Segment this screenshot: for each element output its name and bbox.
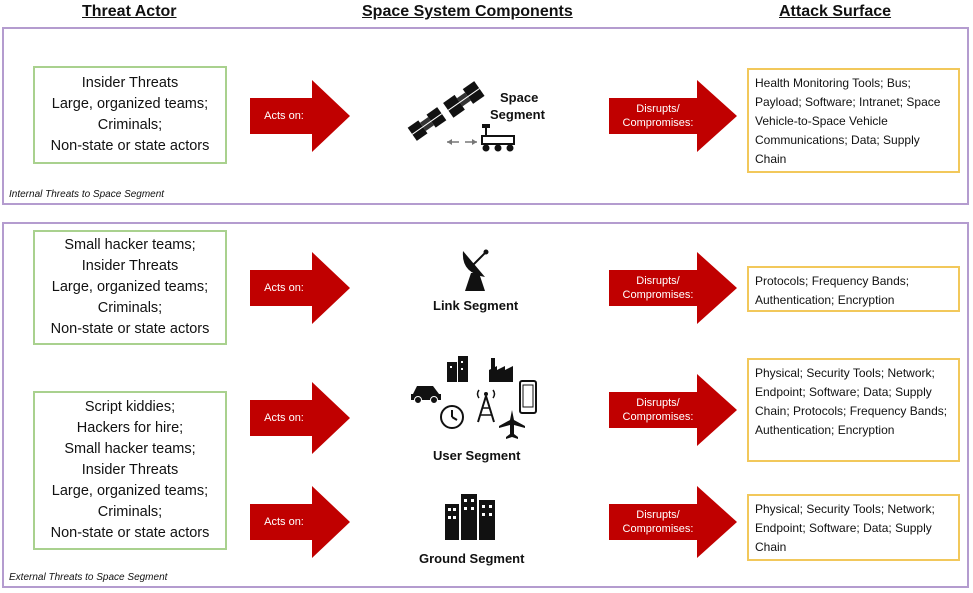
internal-threats-caption: Internal Threats to Space Segment: [9, 189, 165, 200]
user-acts-on-arrow: Acts on:: [250, 382, 350, 454]
internal-acts-on-label: Acts on:: [264, 110, 304, 122]
user-acts-on-label: Acts on:: [264, 412, 304, 424]
internal-threat-actors-box: Insider Threats Large, organized teams; …: [33, 66, 227, 164]
satellite-icon: [407, 81, 485, 145]
link-disrupts-label: Disrupts/ Compromises:: [622, 275, 694, 301]
link-attack-surface-text: Protocols; Frequency Bands; Authenticati…: [755, 274, 910, 307]
ground-disrupts-arrow: Disrupts/ Compromises:: [609, 486, 737, 558]
link-acts-on-label: Acts on:: [264, 282, 304, 294]
space-segment-label-line1: Space: [500, 90, 539, 105]
buildings-icon: [445, 494, 495, 540]
antenna-dish-icon: [462, 249, 489, 291]
link-segment-label: Link Segment: [433, 298, 519, 313]
user-icons-group: [407, 352, 541, 444]
internal-acts-on-arrow: Acts on:: [250, 80, 350, 152]
external-threats-caption: External Threats to Space Segment: [9, 572, 168, 583]
header-space-system-components: Space System Components: [362, 3, 573, 20]
arrow-icon: [609, 252, 737, 324]
user-disrupts-label: Disrupts/ Compromises:: [622, 397, 694, 423]
link-attack-surface-box: Protocols; Frequency Bands; Authenticati…: [747, 266, 960, 312]
external-threats-panel: [2, 222, 969, 588]
link-disrupts-arrow: Disrupts/ Compromises:: [609, 252, 737, 324]
arrow-icon: [609, 80, 737, 152]
clock-icon: [440, 405, 464, 429]
smartphone-icon: [519, 380, 537, 414]
internal-disrupts-arrow: Disrupts/ Compromises:: [609, 80, 737, 152]
user-attack-surface-box: Physical; Security Tools; Network; Endpo…: [747, 358, 960, 462]
ground-disrupts-label: Disrupts/ Compromises:: [622, 509, 694, 535]
header-attack-surface: Attack Surface: [779, 3, 892, 20]
internal-threats-panel: [2, 27, 969, 205]
factory-icon: [489, 358, 513, 382]
link-threat-actors-text: Small hacker teams; Insider Threats Larg…: [50, 237, 210, 337]
ground-attack-surface-box: Physical; Security Tools; Network; Endpo…: [747, 494, 960, 561]
arrow-icon: [250, 80, 350, 152]
ground-acts-on-label: Acts on:: [264, 516, 304, 528]
user-ground-threat-actors-box: Script kiddies; Hackers for hire; Small …: [33, 391, 227, 550]
user-attack-surface-text: Physical; Security Tools; Network; Endpo…: [755, 366, 948, 437]
link-threat-actors-box: Small hacker teams; Insider Threats Larg…: [33, 230, 227, 345]
airplane-icon: [499, 410, 525, 439]
arrow-icon: [250, 486, 350, 558]
internal-attack-surface-box: Health Monitoring Tools; Bus; Payload; S…: [747, 68, 960, 173]
car-icon: [411, 386, 441, 404]
ground-attack-surface-text: Physical; Security Tools; Network; Endpo…: [755, 502, 935, 554]
arrow-icon: [609, 486, 737, 558]
header-threat-actor: Threat Actor: [82, 3, 177, 20]
user-segment-label: User Segment: [433, 448, 521, 463]
arrow-icon: [609, 374, 737, 446]
internal-disrupts-label: Disrupts/ Compromises:: [622, 103, 694, 129]
arrow-icon: [250, 382, 350, 454]
city-icon: [447, 356, 468, 382]
arrow-icon: [250, 252, 350, 324]
space-segment-label-line2: Segment: [490, 107, 545, 122]
user-ground-threat-actors-text: Script kiddies; Hackers for hire; Small …: [50, 399, 210, 541]
radio-tower-icon: [476, 389, 496, 423]
link-acts-on-arrow: Acts on:: [250, 252, 350, 324]
internal-attack-surface-text: Health Monitoring Tools; Bus; Payload; S…: [755, 76, 941, 166]
ground-acts-on-arrow: Acts on:: [250, 486, 350, 558]
user-disrupts-arrow: Disrupts/ Compromises:: [609, 374, 737, 446]
internal-threat-actors-text: Insider Threats Large, organized teams; …: [50, 75, 210, 154]
rover-icon: [481, 124, 515, 152]
ground-segment-label: Ground Segment: [419, 551, 525, 566]
